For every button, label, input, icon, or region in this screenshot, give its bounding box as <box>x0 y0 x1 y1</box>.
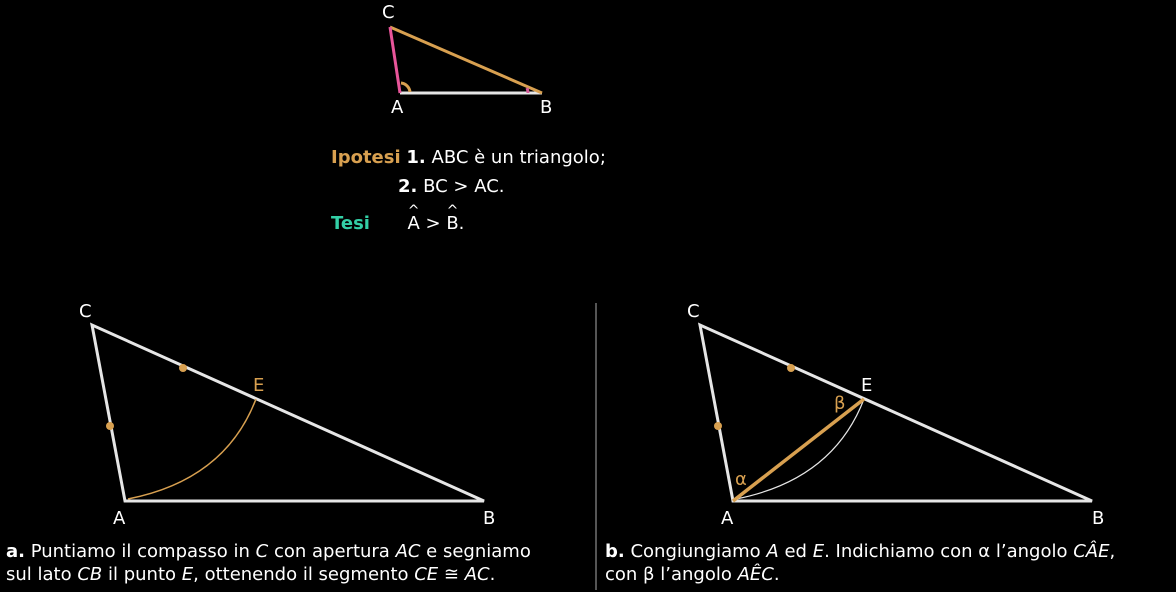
caption-a-text: con apertura <box>268 541 396 562</box>
top-label-a: A <box>391 97 404 118</box>
left-label-a: A <box>113 508 126 529</box>
hypothesis-1-text: ABC è un triangolo; <box>431 147 606 168</box>
caption-b-text: A <box>766 541 779 562</box>
caption-a-text: , ottenendo il segmento <box>193 564 415 585</box>
right-tick-ce <box>787 364 795 372</box>
right-label-c: C <box>687 301 700 322</box>
caption-a-text: C <box>255 541 269 562</box>
top-label-c: C <box>382 2 395 23</box>
right-label-b: B <box>1092 508 1105 529</box>
caption-b-text: CÂE <box>1073 541 1110 562</box>
thesis-label: Tesi <box>331 213 370 234</box>
top-angle-b-mark <box>525 87 530 94</box>
hypothesis-2-number: 2. <box>398 176 418 197</box>
caption-b-line-1: b. Congiungiamo A ed E. Indichiamo con α… <box>605 540 1115 563</box>
caption-a-letter: a. <box>6 541 25 562</box>
caption-a-text: Puntiamo il compasso in <box>24 541 256 562</box>
right-segment-ae <box>731 397 866 503</box>
panel-divider <box>595 303 597 590</box>
left-tick-ce <box>179 364 187 372</box>
caption-b-text: AÊC <box>737 564 774 585</box>
right-label-beta: β <box>834 393 846 414</box>
right-triangle <box>697 322 1093 503</box>
caption-a-line-1: a. Puntiamo il compasso in C con apertur… <box>6 540 531 563</box>
hypothesis-1-number: 1. <box>406 147 426 168</box>
hypothesis-line-2: 2. BC > AC. <box>398 178 505 196</box>
top-side-ca <box>388 26 402 94</box>
right-label-a: A <box>721 508 734 529</box>
left-label-e: E <box>253 375 265 396</box>
caption-b-text: ed <box>778 541 813 562</box>
caption-a-text: e segniamo <box>420 541 531 562</box>
caption-b-text: Congiungiamo <box>624 541 767 562</box>
caption-a-text: il punto <box>102 564 182 585</box>
caption-a-text: . <box>489 564 496 585</box>
hypothesis-line-1: Ipotesi 1. ABC è un triangolo; <box>331 149 606 167</box>
right-tick-ca <box>714 422 722 430</box>
thesis-end: . <box>458 213 465 234</box>
caption-b-letter: b. <box>605 541 625 562</box>
caption-b-text: E <box>812 541 825 562</box>
right-compass-arc <box>735 398 865 500</box>
caption-a-text: sul lato <box>6 564 78 585</box>
caption-b-line-2: con β l’angolo AÊC. <box>605 563 1115 586</box>
caption-b-text: , <box>1109 541 1116 562</box>
thesis-line: Tesi A > B. <box>331 215 464 233</box>
thesis-angle-b: B <box>446 215 458 233</box>
left-triangle-abc <box>89 322 485 503</box>
caption-b: b. Congiungiamo A ed E. Indichiamo con α… <box>605 540 1115 586</box>
top-angle-a-mark <box>400 81 412 93</box>
thesis-angle-a: A <box>407 215 419 233</box>
left-label-b: B <box>483 508 496 529</box>
top-triangle <box>388 25 543 95</box>
caption-a: a. Puntiamo il compasso in C con apertur… <box>6 540 531 586</box>
caption-a-text: E <box>181 564 194 585</box>
right-label-alpha: α <box>735 469 747 490</box>
hypothesis-2-text: BC > AC. <box>423 176 505 197</box>
caption-a-line-2: sul lato CB il punto E, ottenendo il seg… <box>6 563 531 586</box>
top-label-b: B <box>540 97 553 118</box>
left-label-c: C <box>79 301 92 322</box>
left-triangle <box>89 322 485 503</box>
left-compass-arc <box>127 398 257 500</box>
thesis-operator: > <box>419 213 447 234</box>
right-label-e: E <box>861 375 873 396</box>
caption-b-text: . <box>773 564 780 585</box>
caption-b-text: con β l’angolo <box>605 564 738 585</box>
top-side-cb <box>389 25 543 95</box>
caption-a-text: CB <box>77 564 103 585</box>
hypothesis-label: Ipotesi <box>331 147 401 168</box>
right-triangle-abc <box>697 322 1093 503</box>
caption-a-text: CE ≅ AC <box>414 564 490 585</box>
caption-a-text: AC <box>395 541 421 562</box>
caption-b-text: . Indichiamo con α l’angolo <box>824 541 1074 562</box>
left-tick-ca <box>106 422 114 430</box>
